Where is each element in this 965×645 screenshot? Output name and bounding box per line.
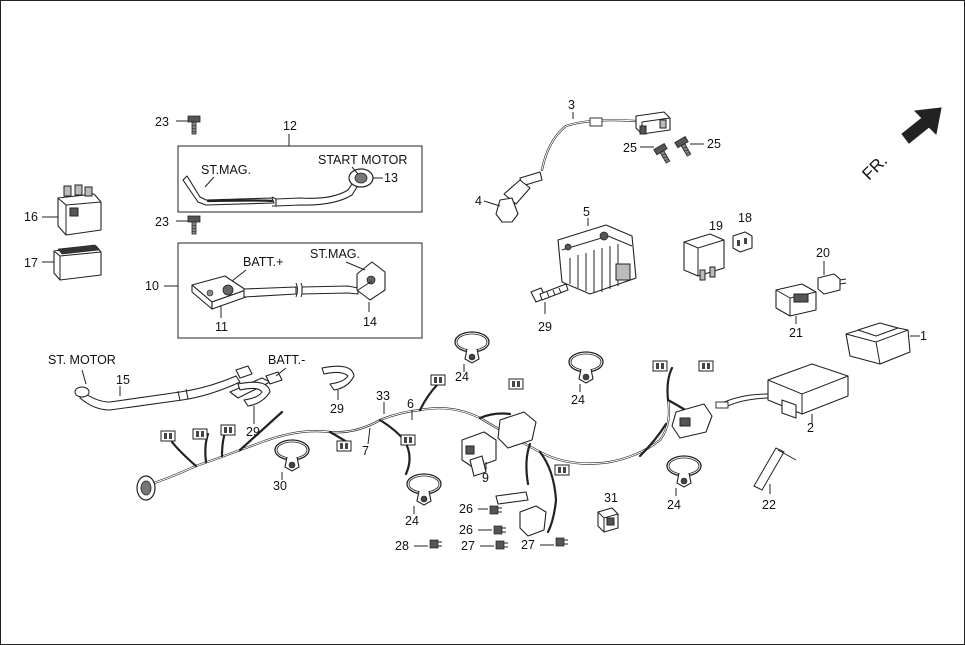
callout-27-a: 27	[461, 539, 475, 553]
battery-positive-terminal	[191, 275, 247, 310]
callout-25-left: 25	[623, 141, 637, 155]
callout-29-left: 29	[246, 425, 260, 439]
relay-19: 19	[683, 219, 725, 281]
callout-17: 17	[24, 256, 38, 270]
label-st-motor: ST. MOTOR	[48, 353, 116, 367]
label-st-mag-bottom: ST.MAG.	[310, 247, 360, 261]
connector-20: 20	[816, 246, 847, 295]
connector-18: 18	[732, 211, 753, 253]
callout-7: 7	[362, 444, 369, 458]
relay-16: 16	[24, 184, 102, 236]
callout-16: 16	[24, 210, 38, 224]
starter-motor-cable-group: 12 ST.MAG. START MOTOR 13	[177, 119, 423, 213]
callout-28: 28	[395, 539, 409, 553]
callout-4: 4	[475, 194, 482, 208]
main-wiring-harness-7: 7 6 33 9	[136, 360, 714, 537]
cable-clamp-30: 30	[273, 439, 310, 493]
callout-5: 5	[583, 205, 590, 219]
ignition-coil-3: 3	[540, 98, 671, 172]
bolt-29-regulator: 29	[530, 283, 569, 334]
front-direction-indicator: FR.	[858, 107, 942, 184]
start-motor-terminal	[348, 168, 383, 188]
strap-29-left: 29	[237, 381, 271, 439]
label-st-mag-top: ST.MAG.	[201, 163, 251, 177]
callout-15: 15	[116, 373, 130, 387]
relay-cover-17: 17	[24, 244, 102, 281]
clip-27-a: 27	[461, 539, 509, 553]
callout-21: 21	[789, 326, 803, 340]
cable-tie-22: 22	[753, 447, 797, 512]
cable-clamp-24-b: 24	[568, 351, 604, 407]
callout-24-d: 24	[667, 498, 681, 512]
callout-12: 12	[283, 119, 297, 133]
regulator-rectifier-5: 5	[557, 205, 637, 295]
callout-29-middle: 29	[330, 402, 344, 416]
callout-19: 19	[709, 219, 723, 233]
callout-24-a: 24	[455, 370, 469, 384]
clip-26-a: 26	[459, 502, 503, 516]
clip-28: 28	[395, 539, 443, 553]
callout-24-b: 24	[571, 393, 585, 407]
box-12	[177, 145, 423, 213]
bolt-25-right: 25	[674, 136, 721, 159]
callout-20: 20	[816, 246, 830, 260]
bolt-23-top: 23	[155, 115, 201, 135]
starter-cable-15: ST. MOTOR 15	[48, 353, 253, 411]
callout-6: 6	[407, 397, 414, 411]
callout-3: 3	[568, 98, 575, 112]
strap-29-middle: 29	[321, 365, 355, 416]
cdi-cover-1: 1	[845, 322, 927, 365]
connector-31: 31	[597, 491, 619, 533]
callout-27-b: 27	[521, 538, 535, 552]
connector-21: 21	[775, 283, 817, 340]
callout-11: 11	[215, 320, 228, 334]
callout-29-regulator: 29	[538, 320, 552, 334]
callout-23-bottom: 23	[155, 215, 169, 229]
direction-label: FR.	[858, 151, 891, 184]
callout-9: 9	[482, 471, 489, 485]
callout-23-top: 23	[155, 115, 169, 129]
callout-26-a: 26	[459, 502, 473, 516]
callout-33: 33	[376, 389, 390, 403]
callout-22: 22	[762, 498, 776, 512]
callout-14: 14	[363, 315, 377, 329]
callout-30: 30	[273, 479, 287, 493]
clip-26-b: 26	[459, 523, 507, 537]
cable-clamp-24-c: 24	[405, 473, 442, 528]
cdi-unit-2: 2	[715, 363, 849, 435]
label-start-motor: START MOTOR	[318, 153, 407, 167]
callout-26-b: 26	[459, 523, 473, 537]
callout-13: 13	[384, 171, 398, 185]
spark-plug-cap-4: 4	[475, 171, 543, 223]
clip-27-b: 27	[521, 537, 569, 552]
callout-1: 1	[920, 329, 927, 343]
cable-clamp-24-d: 24	[666, 455, 702, 512]
callout-10: 10	[145, 279, 159, 293]
front-direction-arrow-icon	[901, 107, 942, 144]
bolt-25-left: 25	[623, 141, 674, 166]
callout-18: 18	[738, 211, 752, 225]
callout-31: 31	[604, 491, 618, 505]
label-batt-plus: BATT.+	[243, 255, 283, 269]
callout-24-c: 24	[405, 514, 419, 528]
bolt-23-bottom: 23	[155, 215, 201, 235]
callout-25-right: 25	[707, 137, 721, 151]
battery-cable-group: 10 BATT.+ ST.MAG. 11 14	[145, 242, 423, 339]
label-batt-minus: BATT.-	[268, 353, 305, 367]
box-10	[177, 242, 423, 339]
st-mag-terminal	[356, 261, 386, 301]
callout-2: 2	[807, 421, 814, 435]
cable-clamp-24-a: 24	[454, 331, 490, 384]
